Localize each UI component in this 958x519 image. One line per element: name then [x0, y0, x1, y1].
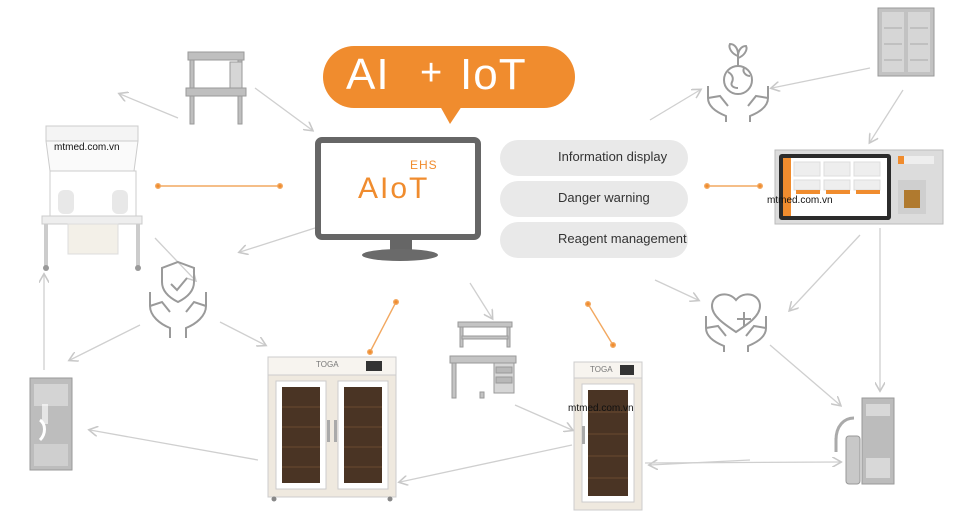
banner-ai-text: AI: [346, 50, 390, 99]
gas-cylinder-station: [834, 397, 895, 485]
central-monitor: [315, 137, 481, 261]
connector-arrows: [44, 67, 904, 482]
reagent-cabinet-small: [573, 361, 643, 511]
earth-plant-hands-icon: [707, 42, 769, 122]
banner-plus-text: +: [420, 52, 443, 94]
storage-cabinet-left: [29, 377, 73, 471]
monitor-brand-text: AIoT: [358, 172, 430, 205]
feature-label: Information display: [558, 149, 668, 164]
shield-hands-icon: [149, 260, 207, 338]
ai-iot-banner: [323, 46, 575, 124]
lab-bench: [185, 51, 247, 125]
fume-hood: [41, 125, 143, 271]
feature-information-display: Information display: [500, 140, 688, 176]
watermark-touch-panel: mtmed.com.vn: [767, 195, 833, 206]
heart-plus-hands-icon: [705, 293, 767, 352]
large-cabinet-brand: TOGA: [316, 360, 339, 369]
double-door-cabinet: [877, 7, 935, 77]
feature-reagent-management: Reagent management: [500, 222, 688, 258]
orange-connectors: [154, 182, 764, 356]
touch-panel-display: [774, 149, 944, 225]
reagent-cabinet-large: [267, 356, 397, 502]
watermark-fume-hood: mtmed.com.vn: [54, 142, 120, 153]
feature-label: Danger warning: [558, 190, 650, 205]
feature-label: Reagent management: [558, 231, 687, 246]
banner-iot-text: IoT: [460, 50, 527, 99]
feature-danger-warning: Danger warning: [500, 181, 688, 217]
small-cabinet-brand: TOGA: [590, 365, 613, 374]
workbench-with-shelves: [449, 321, 517, 399]
watermark-small-cabinet: mtmed.com.vn: [568, 403, 634, 414]
monitor-ehs-text: EHS: [410, 158, 438, 172]
